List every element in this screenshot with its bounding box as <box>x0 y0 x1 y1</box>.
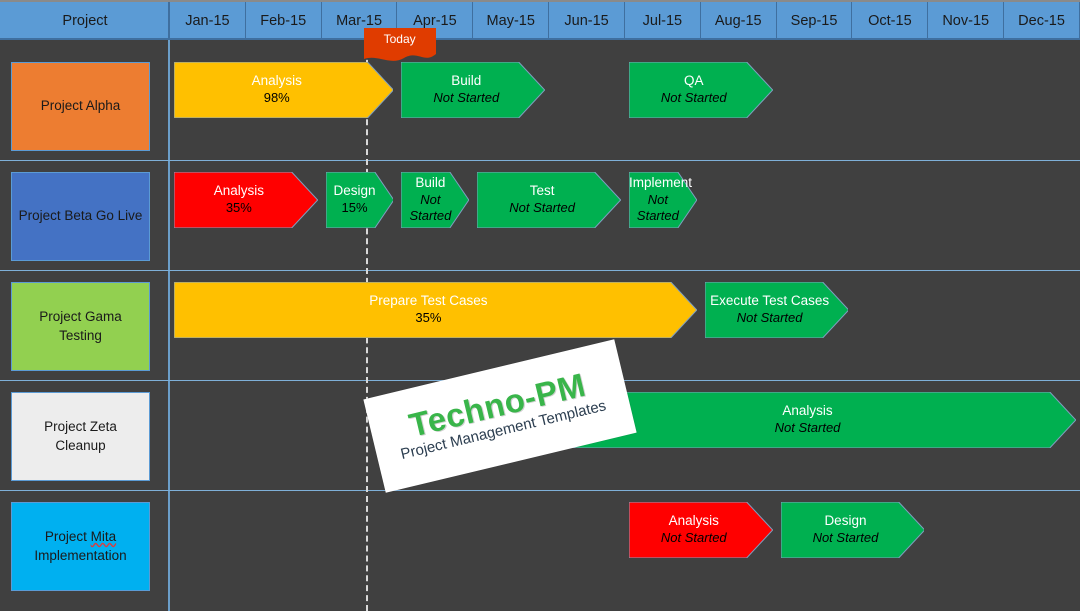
project-label-text: Project Zeta Cleanup <box>44 419 117 453</box>
project-label-box[interactable]: Project Gama Testing <box>11 282 150 371</box>
header-month-oct-15[interactable]: Oct-15 <box>852 2 929 40</box>
header-month-mar-15[interactable]: Mar-15 <box>321 2 398 40</box>
header-project-column[interactable]: Project <box>2 2 170 40</box>
task-arrow-icon <box>401 172 470 228</box>
project-label-text: Project Beta Go Live <box>18 208 143 224</box>
header-month-jun-15[interactable]: Jun-15 <box>549 2 625 40</box>
header-month-dec-15[interactable]: Dec-15 <box>1004 2 1080 40</box>
grid-vline-project <box>168 40 170 611</box>
header-month-aug-15[interactable]: Aug-15 <box>700 2 777 40</box>
today-flag-icon <box>363 28 436 61</box>
today-marker[interactable]: Today <box>363 28 436 66</box>
header-month-nov-15[interactable]: Nov-15 <box>928 2 1005 40</box>
grid-hline-2 <box>0 270 1080 271</box>
task-arrow-icon <box>628 502 773 558</box>
task-arrow-icon <box>553 392 1076 448</box>
header-month-jan-15[interactable]: Jan-15 <box>170 2 246 40</box>
header-month-may-15[interactable]: May-15 <box>473 2 550 40</box>
header-month-sep-15[interactable]: Sep-15 <box>776 2 853 40</box>
task-arrow-icon <box>401 62 546 118</box>
project-label-text: Project Alpha <box>40 98 121 114</box>
task-arrow-icon <box>477 172 621 228</box>
project-label-text: Project Gama Testing <box>39 309 122 343</box>
header-month-feb-15[interactable]: Feb-15 <box>245 2 322 40</box>
header-month-jul-15[interactable]: Jul-15 <box>624 2 701 40</box>
task-arrow-icon <box>704 282 849 338</box>
grid-hline-1 <box>0 160 1080 161</box>
task-arrow-icon <box>174 282 697 338</box>
grid-hline-4 <box>0 490 1080 491</box>
task-arrow-icon <box>628 62 773 118</box>
task-arrow-icon <box>628 172 697 228</box>
task-arrow-icon <box>174 62 394 118</box>
project-label-box[interactable]: Project Beta Go Live <box>11 172 150 261</box>
task-arrow-icon <box>325 172 394 228</box>
project-label-box[interactable]: Project Alpha <box>11 62 150 151</box>
project-label-box[interactable]: Project Zeta Cleanup <box>11 392 150 481</box>
task-arrow-icon <box>174 172 318 228</box>
task-arrow-icon <box>780 502 925 558</box>
